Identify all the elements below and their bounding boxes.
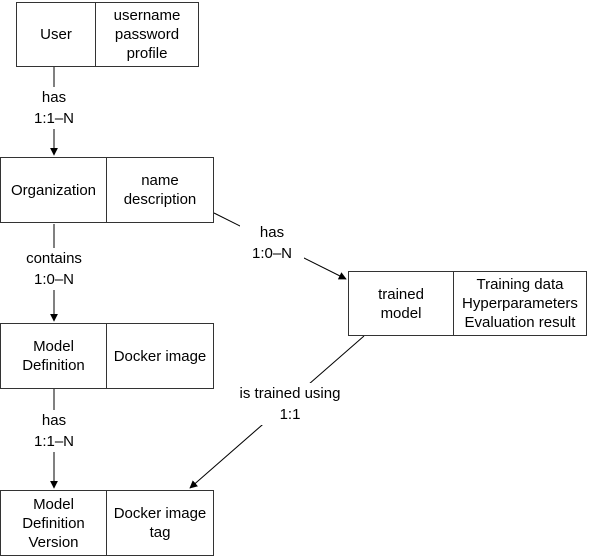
entity-model-definition-name: Model Definition [1,324,106,388]
entity-trained-model-attributes: Training data Hyperparameters Evaluation… [453,272,586,335]
attribute-profile: profile [126,45,168,62]
entity-name-line: Model [33,495,74,513]
entity-user-name: User [17,3,95,66]
entity-name-line: trained [378,285,424,303]
entity-model-definition-attributes: Docker image [106,324,213,388]
relation-verb: is trained using [239,385,341,402]
attribute-username: username [113,7,181,24]
entity-organization-name: Organization [1,158,106,222]
attribute-training-data: Training data [476,276,564,293]
relation-cardinality: 1:1 [279,406,301,423]
relation-verb: has [259,224,285,241]
attribute-docker-image: Docker image [113,347,207,365]
relation-cardinality: 1:1–N [33,433,75,450]
entity-model-definition-version-attributes: Docker image tag [106,491,213,555]
entity-name-line: Definition [22,357,85,374]
attribute-password: password [114,26,180,43]
relation-label-org-trained: has 1:0–N [240,222,304,264]
relation-verb: has [41,89,67,106]
entity-name-line: model [380,304,422,322]
relation-label-org-modeldef: contains 1:0–N [15,248,93,290]
attribute-docker-image: Docker image [113,505,207,522]
entity-name-line: Definition [22,514,85,532]
entity-name-line: Model [33,338,74,355]
relation-label-trained-version: is trained using 1:1 [226,383,354,425]
relation-label-modeldef-version: has 1:1–N [22,410,86,452]
attribute-tag: tag [149,524,171,541]
relation-verb: contains [26,250,82,267]
entity-user-attributes: username password profile [95,3,198,66]
relation-cardinality: 1:0–N [251,245,293,262]
relation-cardinality: 1:1–N [33,110,75,127]
entity-name-line: Version [28,533,79,551]
entity-organization: Organization name description [0,157,214,223]
attribute-name: name [141,172,179,189]
entity-user: User username password profile [16,2,199,67]
entity-trained-model-name: trained model [349,272,453,335]
entity-trained-model: trained model Training data Hyperparamet… [348,271,587,336]
entity-model-definition-version: Model Definition Version Docker image ta… [0,490,214,556]
attribute-description: description [123,191,197,208]
attribute-hyperparameters: Hyperparameters [462,295,578,312]
entity-name-line: User [40,26,72,43]
entity-organization-attributes: name description [106,158,213,222]
entity-name-line: Organization [10,181,97,199]
relation-cardinality: 1:0–N [33,271,75,288]
entity-model-definition-version-name: Model Definition Version [1,491,106,555]
attribute-evaluation-result: Evaluation result [464,314,576,331]
relation-verb: has [41,412,67,429]
entity-model-definition: Model Definition Docker image [0,323,214,389]
relation-label-user-org: has 1:1–N [22,87,86,129]
